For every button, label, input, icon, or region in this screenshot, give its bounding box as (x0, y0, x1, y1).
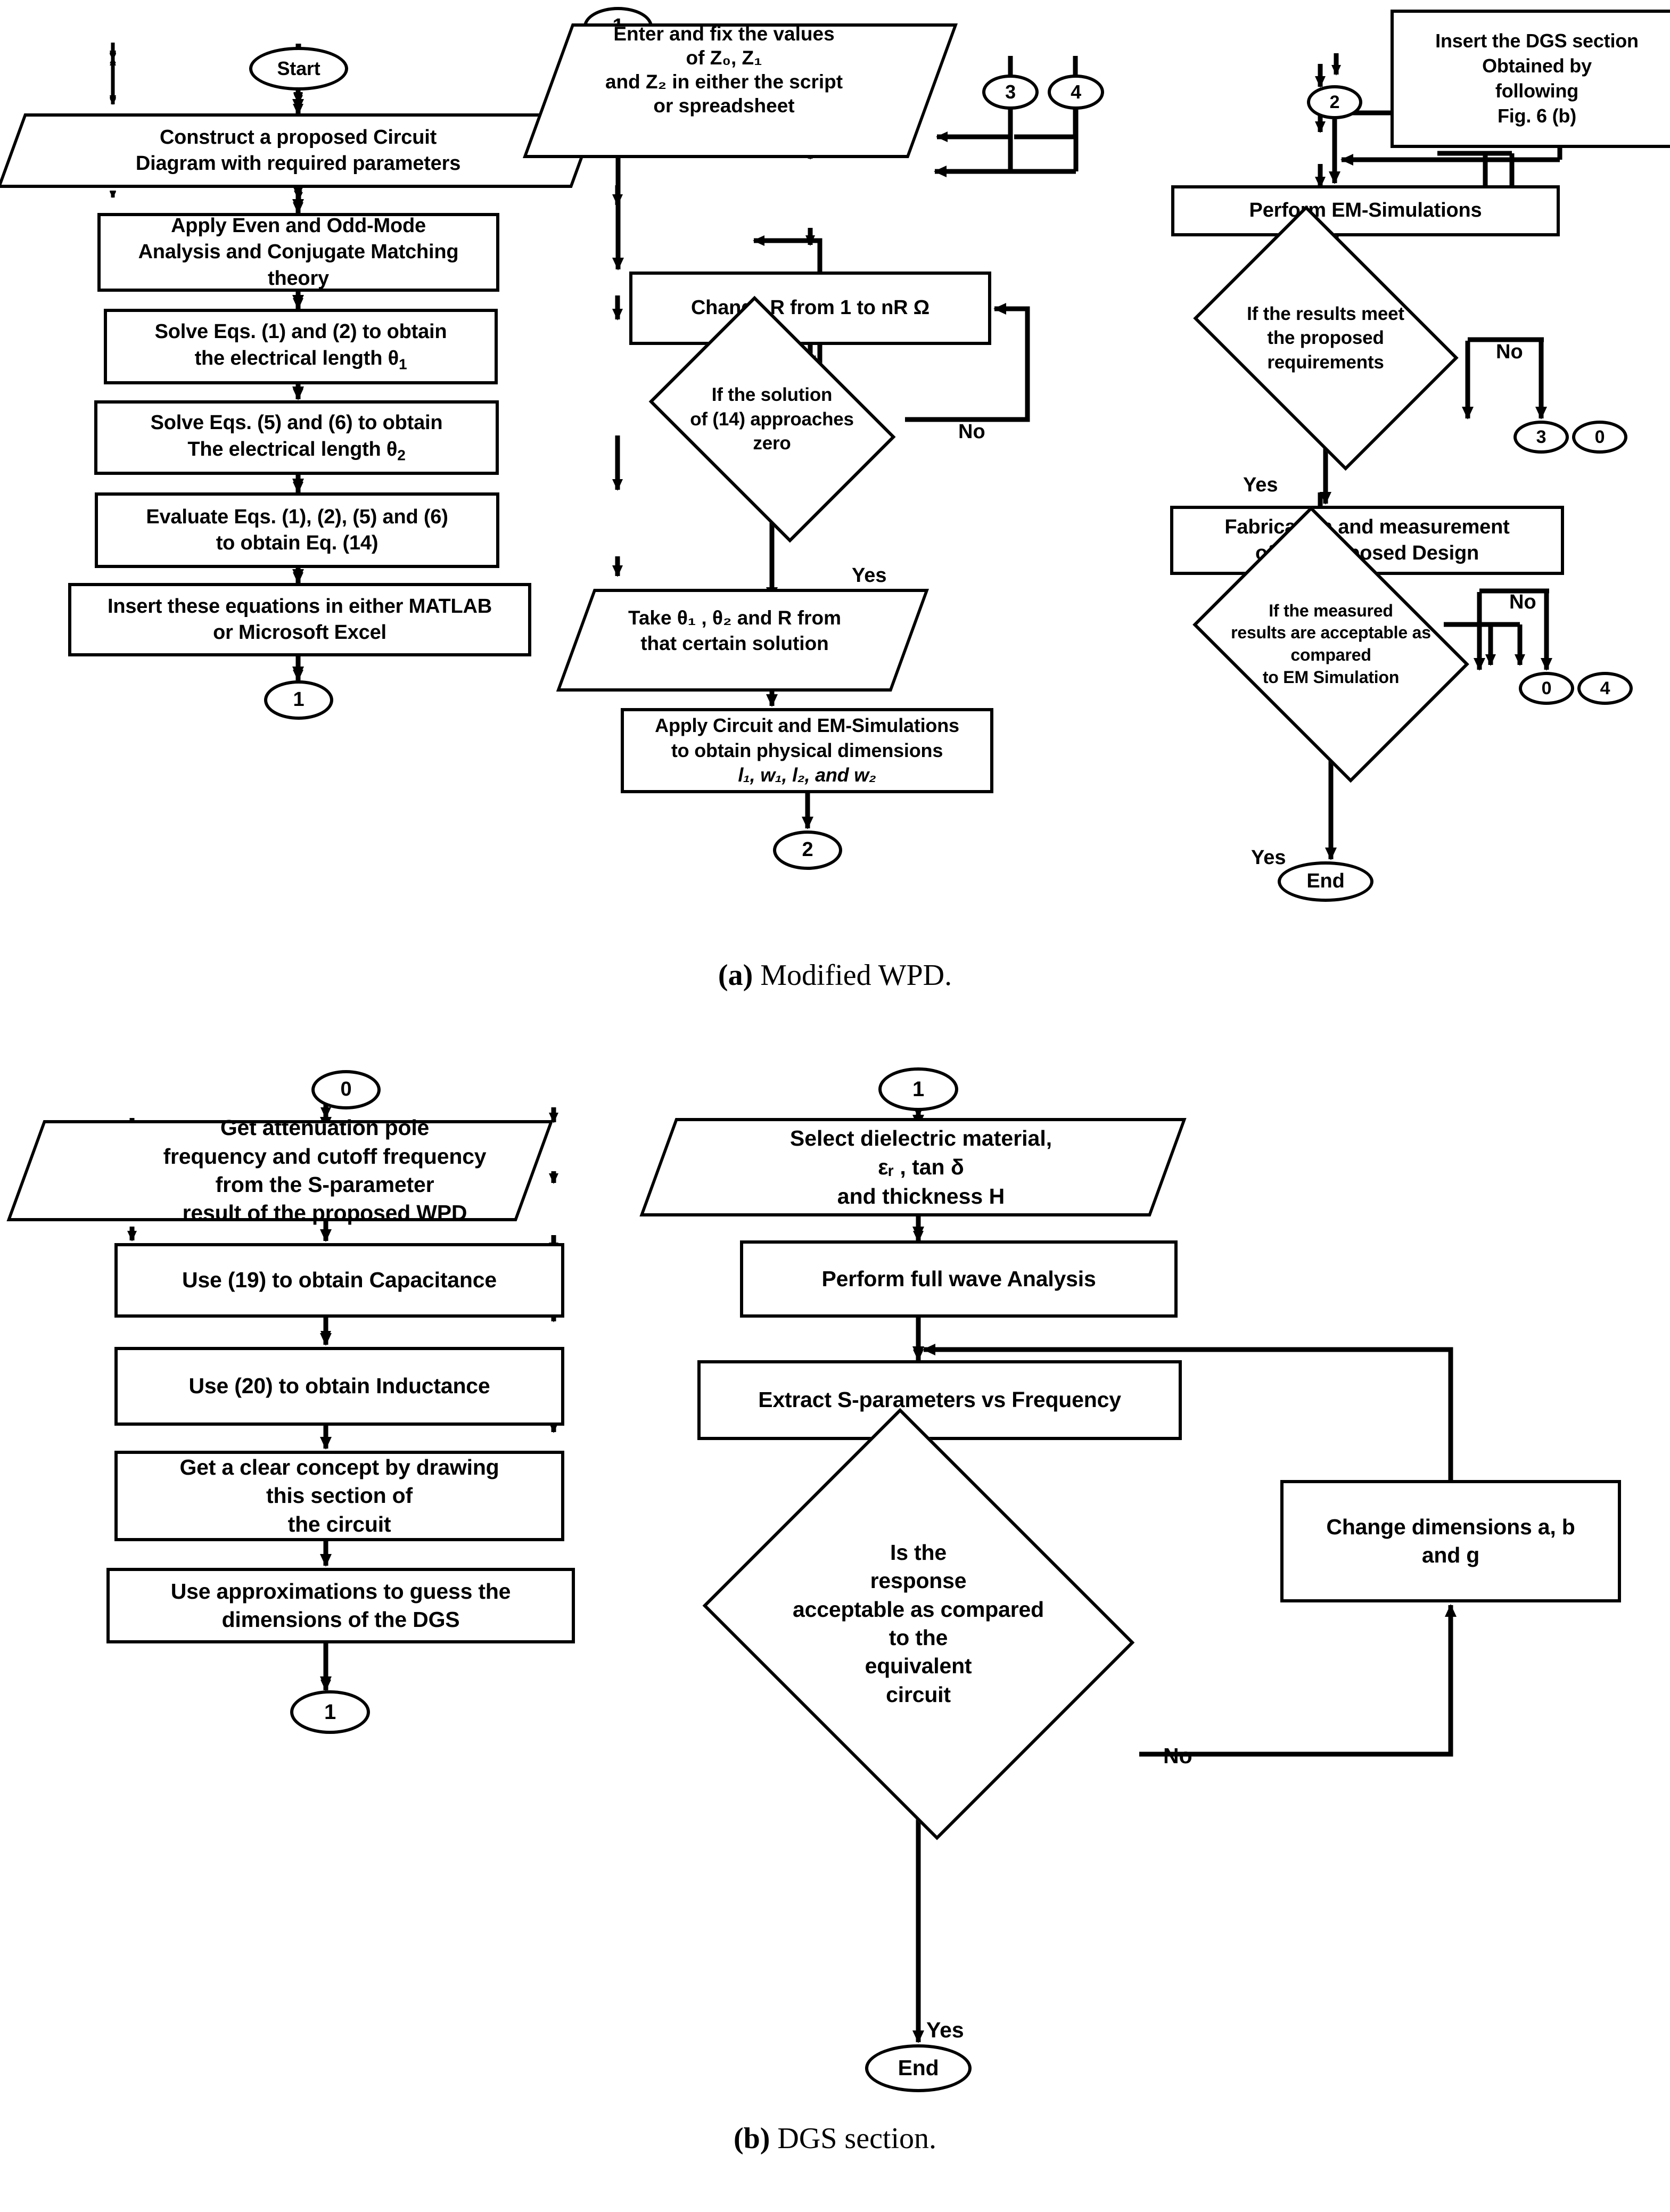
label-no-results: No (1496, 341, 1523, 363)
connector-a2-out: 2 (773, 830, 842, 870)
caption-a: (a) Modified WPD. (718, 959, 952, 992)
solve-eqs-1-2-step: Solve Eqs. (1) and (2) to obtain the ele… (104, 309, 498, 384)
perform-em-simulations-step: Perform EM-Simulations (1171, 185, 1560, 236)
label-no-measured: No (1509, 591, 1536, 613)
connector-b1-out: 1 (290, 1690, 370, 1734)
use-20-inductance-step: Use (20) to obtain Inductance (114, 1347, 564, 1426)
label-yes-response: Yes (926, 2018, 964, 2042)
decision-results-meet-requirements: If the results meet the proposed require… (1182, 205, 1469, 471)
label-no-solution: No (958, 421, 985, 443)
change-dimensions-step: Change dimensions a, b and g (1280, 1480, 1621, 1602)
connector-no-3: 3 (1513, 421, 1569, 454)
caption-b: (b) DGS section. (733, 2122, 937, 2155)
construct-circuit-step: Construct a proposed Circuit Diagram wit… (0, 113, 599, 188)
label-yes-measured: Yes (1251, 846, 1286, 869)
connector-start: Start (249, 47, 348, 91)
take-theta-text: Take θ₁ , θ₂ and R from that certain sol… (628, 606, 841, 654)
enter-fix-values-text: Enter and fix the values of Z₀, Z₁ and Z… (605, 22, 843, 117)
connector-end-a: End (1278, 861, 1373, 902)
connector-4-top: 4 (1048, 75, 1104, 110)
get-clear-concept-step: Get a clear concept by drawing this sect… (114, 1451, 564, 1541)
connector-end-b: End (865, 2044, 972, 2092)
connector-b1-in: 0 (311, 1070, 381, 1109)
solve-eqs-5-6-step: Solve Eqs. (5) and (6) to obtain The ele… (94, 400, 499, 475)
connector-a3-in: 2 (1307, 85, 1362, 119)
connector-a1-out: 1 (264, 680, 333, 720)
perform-full-wave-analysis-step: Perform full wave Analysis (740, 1240, 1178, 1318)
extract-s-parameters-step: Extract S-parameters vs Frequency (697, 1360, 1182, 1440)
connector-b2-in: 1 (878, 1067, 958, 1111)
use-19-capacitance-step: Use (19) to obtain Capacitance (114, 1243, 564, 1318)
connector-no-0: 0 (1572, 421, 1627, 454)
select-dielectric-text: Select dielectric material, εᵣ , tan δ a… (789, 1126, 1052, 1208)
connector-no-4: 4 (1577, 672, 1633, 705)
decision-solution-approaches-zero: If the solution of (14) approaches zero (639, 295, 905, 543)
label-yes-results: Yes (1243, 474, 1278, 496)
insert-dgs-section-note: Insert the DGS section Obtained by follo… (1391, 10, 1670, 148)
label-no-response: No (1163, 1744, 1192, 1768)
decision-measured-results-acceptable: If the measured results are acceptable a… (1182, 506, 1480, 783)
apply-even-odd-step: Apply Even and Odd-Mode Analysis and Con… (97, 213, 499, 292)
connector-no-0b: 0 (1519, 672, 1574, 705)
use-approximations-step: Use approximations to guess the dimensio… (106, 1568, 575, 1643)
decision-response-acceptable: Is the response acceptable as compared t… (697, 1408, 1139, 1840)
label-yes-solution: Yes (852, 564, 887, 587)
evaluate-eqs-step: Evaluate Eqs. (1), (2), (5) and (6) to o… (95, 492, 499, 568)
apply-circuit-em-step: Apply Circuit and EM-Simulations to obta… (621, 708, 993, 793)
get-attenuation-pole-step: Get attenuation pole frequency and cutof… (6, 1115, 554, 1225)
insert-equations-step: Insert these equations in either MATLAB … (68, 583, 531, 656)
connector-3-top: 3 (982, 75, 1039, 110)
